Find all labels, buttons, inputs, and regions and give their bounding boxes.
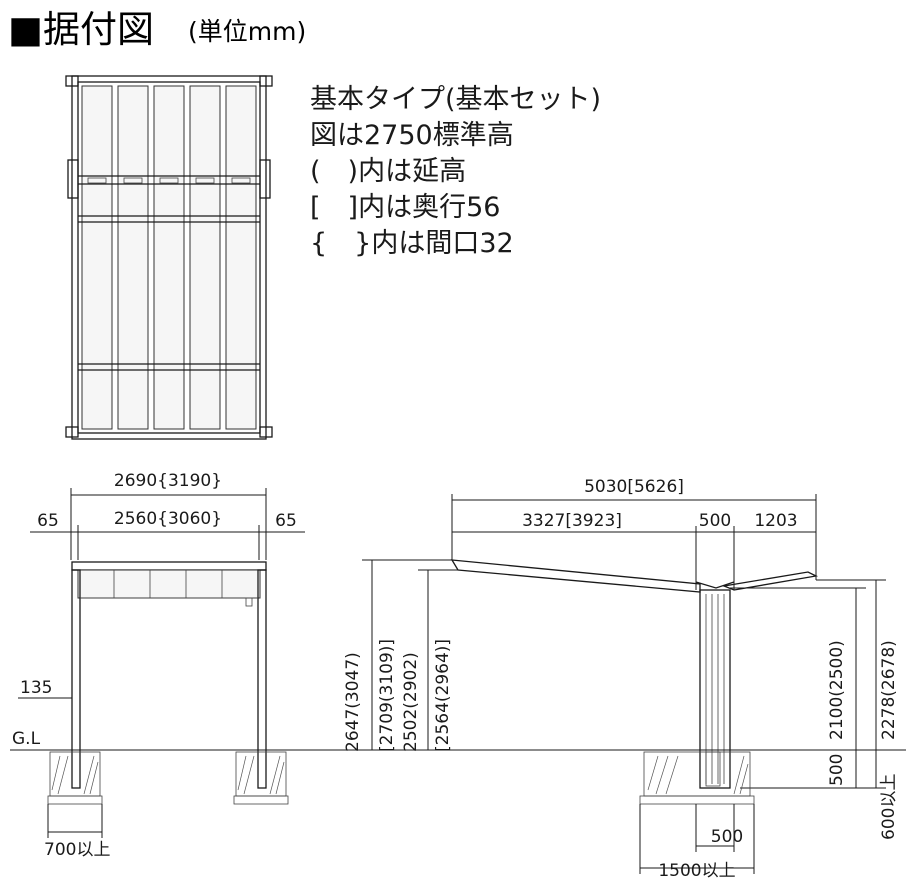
front-width-inner: 2560{3060}: [114, 509, 222, 529]
side-embed: 500: [827, 754, 847, 786]
side-depth-front: 1203: [754, 511, 797, 531]
note-extended-height: ( )内は延高: [310, 156, 466, 187]
front-gl-label: G.L: [12, 729, 41, 749]
side-view: 5030[5626] 3327[3923] 500 1203 2647(3047…: [324, 477, 906, 881]
side-height-2b: [2564(2964)]: [433, 639, 453, 752]
side-base-width: 500: [711, 827, 743, 847]
front-side-right: 65: [275, 511, 297, 531]
front-side-left: 65: [37, 511, 59, 531]
side-depth-rear: 3327[3923]: [522, 511, 622, 531]
diagram-title: ■据付図: [8, 8, 154, 51]
diagram-unit: (単位mm): [188, 17, 306, 46]
note-depth-56: [ ]内は奥行56: [310, 192, 500, 223]
notes: 基本タイプ(基本セット) 図は2750標準高 ( )内は延高 [ ]内は奥行56…: [310, 84, 601, 259]
front-width-total: 2690{3190}: [114, 471, 222, 491]
note-basic-type: 基本タイプ(基本セット): [310, 84, 601, 115]
side-height-4: 2278(2678): [879, 640, 899, 740]
note-frontage-32: { }内は間口32: [310, 228, 514, 259]
side-height-1b: [2709(3109)]: [377, 639, 397, 752]
side-height-2: 2502(2902): [401, 652, 421, 752]
side-post-width: 500: [699, 511, 731, 531]
front-offset-135: 135: [20, 678, 52, 698]
side-depth-total: 5030[5626]: [584, 477, 684, 497]
plan-view: [65, 75, 273, 440]
front-view: 2690{3190} 2560{3060} 65 65 135 G.L: [10, 471, 324, 860]
front-foundation-depth: 700以上: [44, 840, 110, 860]
side-height-3: 2100(2500): [827, 640, 847, 740]
side-base-total: 1500以上: [658, 861, 735, 881]
side-height-1: 2647(3047): [343, 652, 363, 752]
note-standard-height: 図は2750標準高: [310, 120, 514, 151]
side-embed-depth: 600以上: [879, 774, 899, 840]
